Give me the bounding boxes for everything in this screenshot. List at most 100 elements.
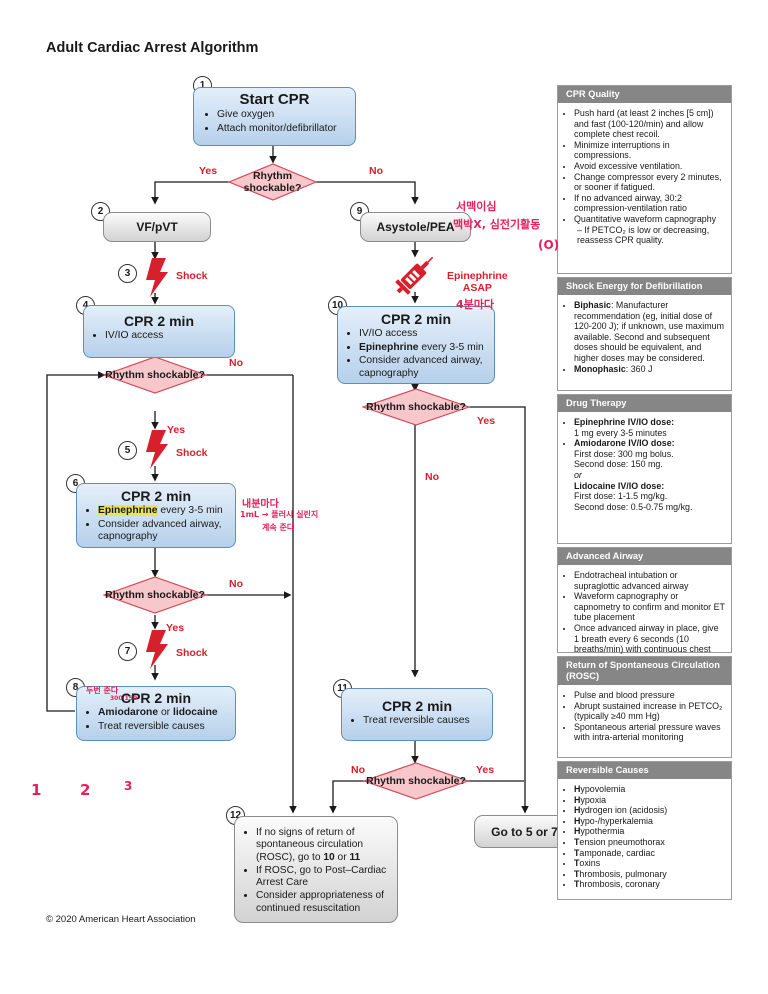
drug-therapy-panel: Drug Therapy Epinephrine IV/IO dose:1 mg… — [557, 394, 732, 544]
iv-io-access-item: IV/IO access — [105, 329, 226, 343]
cpr-quality-item: If no advanced airway, 30:2 compression-… — [574, 193, 725, 214]
cpr-quality-item: Change compressor every 2 minutes, or so… — [574, 172, 725, 193]
goto-10: 10 — [323, 851, 335, 863]
cause-initial: H — [574, 794, 581, 805]
yes-label: Yes — [199, 165, 218, 177]
airway-item: Waveform capnography or capnometry to co… — [574, 591, 725, 623]
cpr-2min-box-11: CPR 2 min Treat reversible causes — [341, 688, 493, 741]
vf-pvt-box: VF/pVT — [103, 212, 211, 242]
cause-initial: H — [574, 815, 581, 826]
cpr-quality-panel: CPR Quality Push hard (at least 2 inches… — [557, 85, 732, 274]
rosc-item: If ROSC, go to Post–Cardiac Arrest Care — [256, 864, 389, 890]
lidocaine-dose-label: Lidocaine IV/IO dose: — [574, 480, 665, 491]
epinephrine-dose-item: Epinephrine IV/IO dose:1 mg every 3-5 mi… — [574, 417, 725, 438]
cpr-4-title: CPR 2 min — [123, 313, 194, 329]
advanced-airway-panel: Advanced Airway Endotracheal intubation … — [557, 547, 732, 665]
start-cpr-title: Start CPR — [239, 91, 310, 108]
asap-text: ASAP — [462, 282, 492, 294]
handwritten-digit: 1 — [31, 781, 42, 799]
attach-monitor-item: Attach monitor/defibrillator — [217, 122, 345, 136]
shock-label: Shock — [176, 447, 208, 459]
rosc-decision-box: If no signs of return of spontaneous cir… — [234, 816, 398, 923]
reversible-causes-panel: Reversible Causes Hypovolemia Hypoxia Hy… — [557, 761, 732, 900]
or-text: or — [334, 851, 350, 863]
shock-energy-heading: Shock Energy for Defibrillation — [558, 278, 731, 295]
rosc-item: Abrupt sustained increase in PETCO₂ (typ… — [574, 701, 725, 722]
shock-bolt-icon — [146, 630, 168, 669]
step-number-3: 3 — [118, 264, 137, 283]
iv-io-access-item: IV/IO access — [359, 327, 486, 341]
step-number-5: 5 — [118, 441, 137, 460]
amiodarone-label: Amiodarone — [98, 707, 159, 718]
cause-rest: ypo-/hyperkalemia — [580, 815, 653, 826]
lidocaine-second-dose: Second dose: 0.5-0.75 mg/kg. — [574, 501, 693, 512]
decision-rhythm-shockable-1: Rhythm shockable? — [243, 170, 302, 194]
cause-item: Hypothermia — [574, 826, 725, 837]
epinephrine-dose-text: 1 mg every 3-5 minutes — [574, 427, 667, 438]
cpr-11-title: CPR 2 min — [381, 698, 452, 714]
goto-11: 11 — [349, 851, 361, 863]
treat-reversible-item: Treat reversible causes — [363, 714, 484, 728]
cpr-quality-item: Minimize interruptions in compressions. — [574, 140, 725, 161]
no-label: No — [229, 578, 243, 590]
cause-initial: T — [574, 847, 580, 858]
biphasic-label: Biphasic — [574, 300, 611, 310]
cpr-2min-box-6: CPR 2 min Epinephrine every 3-5 min Cons… — [76, 483, 236, 548]
handwritten-note-step8-doses: 300 150 — [110, 695, 138, 702]
petco2-subitem: – If PETCO₂ is low or decreasing, reasse… — [577, 224, 710, 246]
decision-rhythm-shockable-2: Rhythm shockable? — [105, 369, 205, 381]
cpr-quality-item: Quantitative waveform capnography — [574, 214, 725, 225]
handwritten-digit: 3 — [124, 779, 133, 793]
amiodarone-item: Amiodarone or lidocaine — [98, 706, 227, 720]
rosc-panel: Return of Spontaneous Circulation (ROSC)… — [557, 656, 732, 758]
yes-label: Yes — [476, 764, 495, 776]
no-label: No — [369, 165, 383, 177]
handwritten-note-pea-2: 맥박X, 심전기활동 — [453, 218, 541, 231]
cause-item: Toxins — [574, 858, 725, 869]
reversible-causes-heading: Reversible Causes — [558, 762, 731, 779]
biphasic-text: : Manufacturer recommendation (eg, initi… — [574, 300, 724, 363]
cause-rest: hrombosis, pulmonary — [579, 868, 667, 879]
handwritten-note-step6-3: 계속 준다 — [262, 523, 295, 532]
cause-item: Thrombosis, pulmonary — [574, 869, 725, 880]
no-label: No — [351, 764, 365, 776]
cpr-quality-heading: CPR Quality — [558, 86, 731, 103]
rosc-item: Pulse and blood pressure — [574, 690, 725, 701]
epinephrine-item: Epinephrine every 3-5 min — [98, 504, 227, 518]
advanced-airway-item: Consider advanced airway, capnography — [98, 518, 227, 544]
advanced-airway-heading: Advanced Airway — [558, 548, 731, 565]
handwritten-note-pea: 서맥이심 — [456, 200, 497, 213]
shock-bolt-icon — [146, 430, 168, 469]
rosc-heading: Return of Spontaneous Circulation (ROSC) — [558, 657, 731, 685]
cause-rest: ypovolemia — [580, 784, 626, 794]
epinephrine-label: Epinephrine — [98, 505, 158, 516]
rosc-item: Spontaneous arterial pressure waves with… — [574, 722, 725, 743]
asystole-label: Asystole/ — [376, 220, 430, 234]
handwritten-digit: 2 — [80, 781, 91, 799]
appropriateness-item: Consider appropriateness of continued re… — [256, 889, 389, 915]
cause-rest: ypothermia — [580, 826, 625, 837]
epinephrine-item: Epinephrine every 3-5 min — [359, 341, 486, 355]
cause-item: Tension pneumothorax — [574, 837, 725, 848]
decision-rhythm-shockable-4: Rhythm shockable? — [366, 401, 466, 413]
epinephrine-interval: every 3-5 min — [157, 505, 223, 516]
cpr-2min-box-8: CPR 2 min Amiodarone or lidocaine Treat … — [76, 686, 236, 741]
lidocaine-label: lidocaine — [172, 707, 218, 718]
cause-rest: hrombosis, coronary — [579, 879, 660, 890]
or-text: or — [158, 707, 173, 718]
or-text: or — [574, 469, 582, 480]
cause-item: Thrombosis, coronary — [574, 879, 725, 890]
cause-item: Hypoxia — [574, 795, 725, 806]
cause-rest: ypoxia — [580, 794, 607, 805]
no-label: No — [425, 471, 439, 483]
cause-initial: H — [574, 784, 581, 794]
lidocaine-first-dose: First dose: 1-1.5 mg/kg. — [574, 491, 668, 502]
cause-rest: ydrogen ion (acidosis) — [580, 805, 668, 816]
handwritten-note-step6-1: 내분마다 — [242, 499, 279, 510]
epinephrine-interval: every 3-5 min — [418, 341, 484, 353]
no-rosc-text: If no signs of return of spontaneous cir… — [256, 827, 364, 863]
cpr-8-title: CPR 2 min — [120, 690, 191, 706]
yes-label: Yes — [166, 622, 185, 634]
no-rosc-item: If no signs of return of spontaneous cir… — [256, 826, 389, 864]
